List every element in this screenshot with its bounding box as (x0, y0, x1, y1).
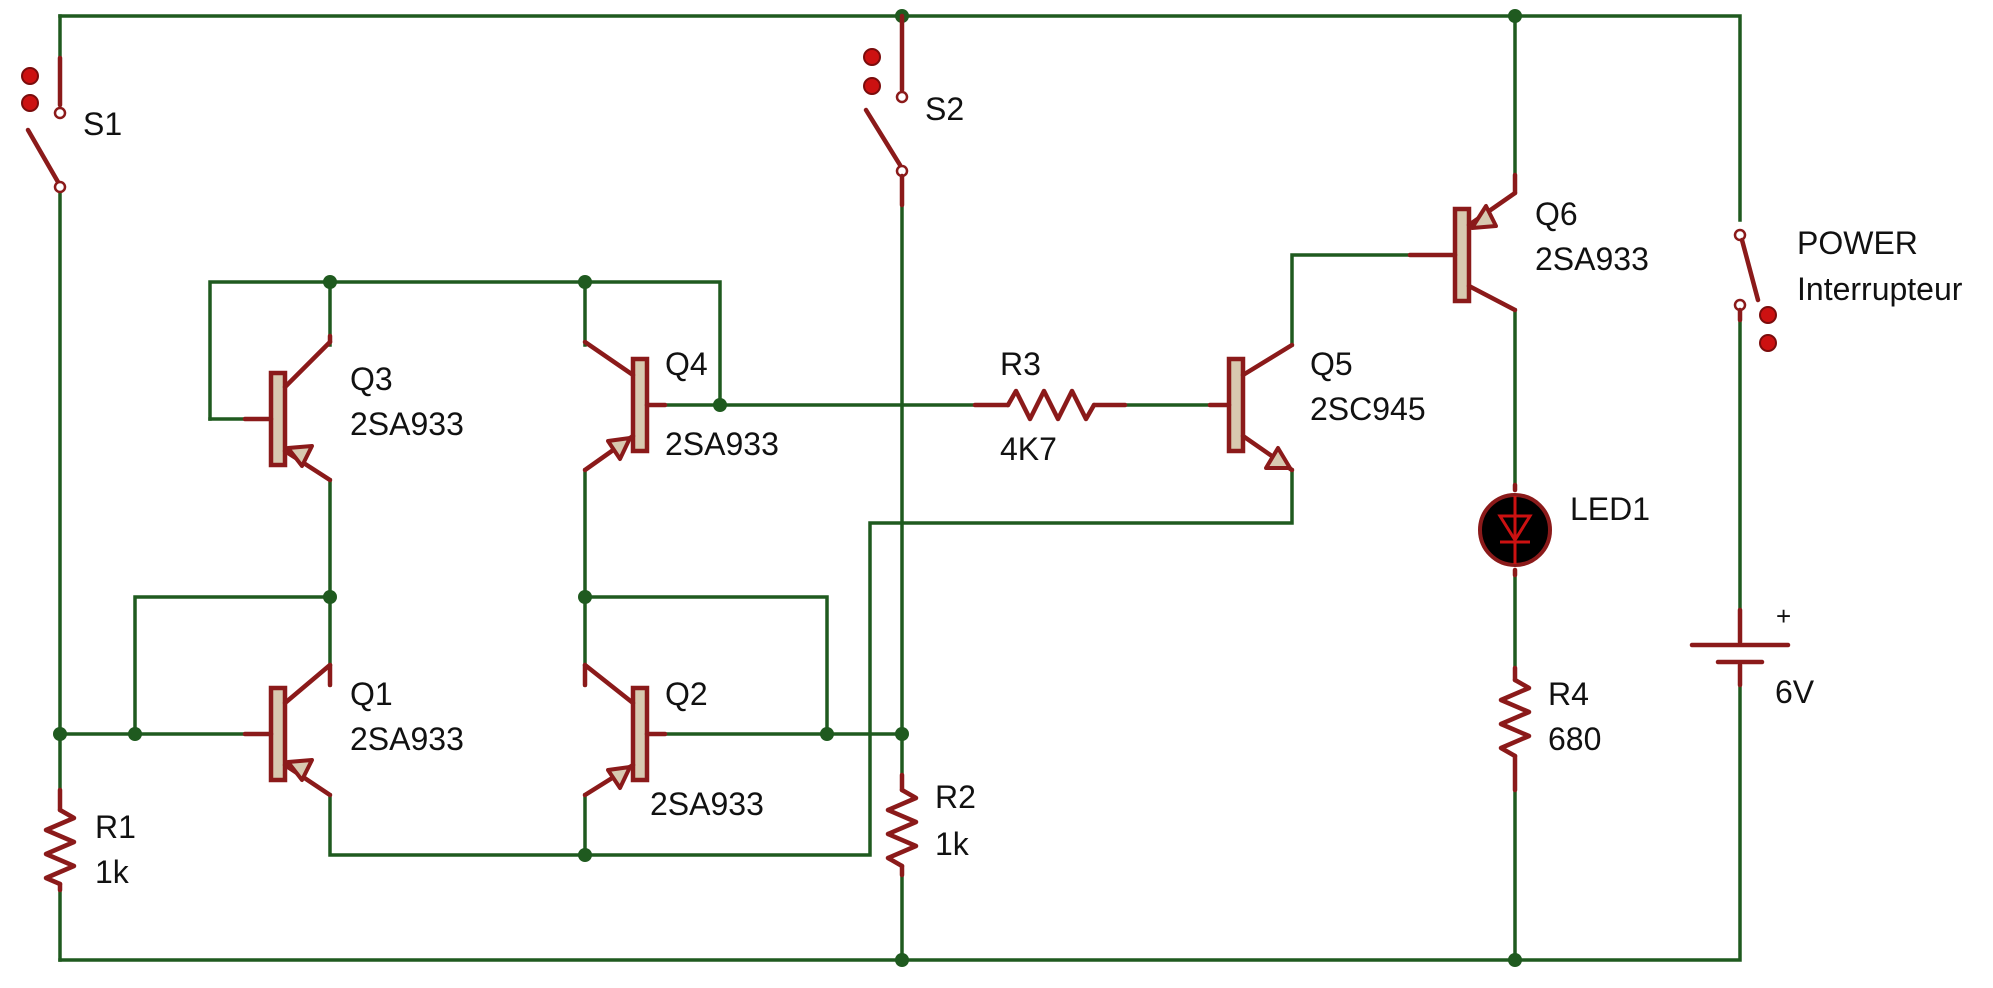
transistor-ref: Q6 (1535, 196, 1578, 232)
transistor-ref: Q4 (665, 346, 708, 382)
resistor-r4: R4 680 (1498, 665, 1601, 793)
battery-value: 6V (1775, 674, 1815, 710)
probe-icon (863, 48, 881, 66)
resistor-ref: R4 (1548, 676, 1589, 712)
transistor-q5: Q5 2SC945 (1207, 342, 1426, 473)
battery-6v: + 6V (1689, 601, 1815, 710)
transistor-ref: Q3 (350, 361, 393, 397)
transistor-q4: Q4 2SA933 (582, 339, 779, 473)
resistor-r3: R3 4K7 (972, 346, 1128, 467)
probe-icon (863, 77, 881, 95)
resistor-value: 680 (1548, 721, 1601, 757)
transistor-q3: Q3 2SA933 (242, 333, 464, 483)
junctions (53, 9, 1522, 967)
probe-icon (1759, 306, 1777, 324)
resistor-ref: R1 (95, 809, 136, 845)
led-ref: LED1 (1570, 491, 1650, 527)
probe-icon (21, 94, 39, 112)
resistor-value: 1k (935, 826, 970, 862)
wires (58, 14, 1742, 962)
resistor-ref: R3 (1000, 346, 1041, 382)
switch-ref: S1 (83, 106, 122, 142)
switch-value: Interrupteur (1797, 271, 1963, 307)
transistor-value: 2SA933 (665, 426, 779, 462)
probe-icon (21, 67, 39, 85)
switch-ref: S2 (925, 91, 964, 127)
transistor-q6: Q6 2SA933 (1407, 172, 1649, 313)
probe-icon (1759, 334, 1777, 352)
switch-s1: S1 (21, 55, 122, 194)
switch-s2: S2 (863, 13, 964, 208)
resistor-r2: R2 1k (885, 772, 976, 878)
resistor-value: 1k (95, 854, 130, 890)
transistor-ref: Q2 (665, 676, 708, 712)
transistor-value: 2SA933 (350, 721, 464, 757)
transistor-q2: Q2 2SA933 (582, 662, 764, 822)
transistor-value: 2SA933 (350, 406, 464, 442)
transistor-value: 2SC945 (1310, 391, 1426, 427)
transistor-q1: Q1 2SA933 (242, 662, 464, 798)
transistor-value: 2SA933 (650, 786, 764, 822)
transistor-ref: Q5 (1310, 346, 1353, 382)
switch-power: POWER Interrupteur (1733, 225, 1963, 352)
battery-polarity: + (1776, 601, 1791, 631)
switch-ref: POWER (1797, 225, 1918, 261)
resistor-r1: R1 1k (43, 787, 136, 893)
led1: LED1 (1478, 482, 1650, 578)
resistor-ref: R2 (935, 779, 976, 815)
resistor-value: 4K7 (1000, 431, 1057, 467)
transistor-value: 2SA933 (1535, 241, 1649, 277)
transistor-ref: Q1 (350, 676, 393, 712)
